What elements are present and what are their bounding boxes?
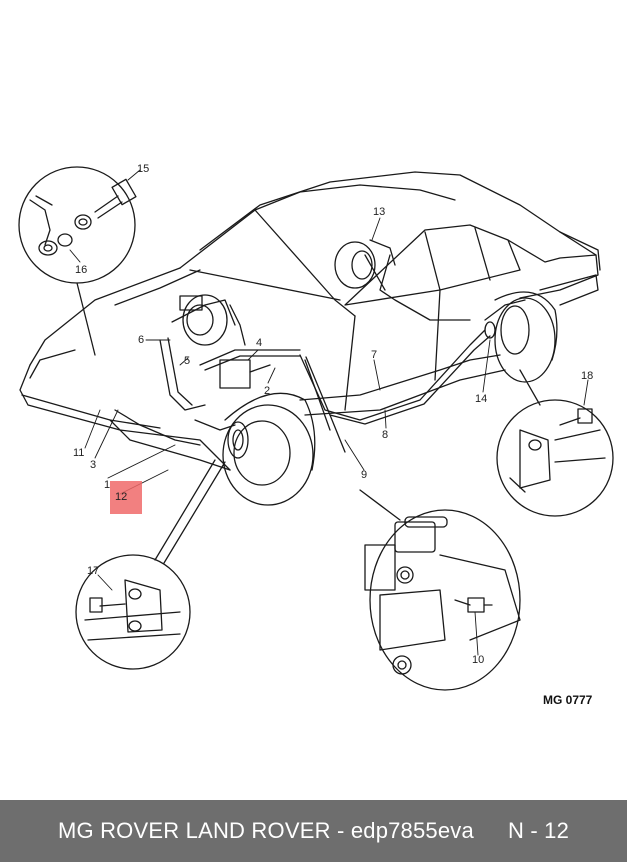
footer-page-number: N - 12 [507, 818, 570, 843]
detail-circle-banjo [18, 166, 137, 356]
callout-12-highlight [110, 481, 142, 514]
callout-9: 9 [361, 469, 367, 481]
brake-pipes [114, 254, 491, 446]
footer-bar: MG ROVER LAND ROVER - edp7855eva N - 12 [0, 800, 627, 862]
callout-16: 16 [75, 264, 87, 276]
rear-brake-top [334, 239, 396, 289]
callout-2: 2 [264, 385, 270, 397]
front-brake-assembly [227, 421, 249, 459]
callout-3: 3 [90, 459, 96, 471]
callout-14: 14 [475, 393, 487, 405]
callout-11: 11 [73, 447, 84, 459]
callout-15: 15 [137, 163, 149, 175]
car-body [19, 171, 601, 506]
callout-8: 8 [382, 429, 388, 441]
diagram-reference-code: MG 0777 [543, 693, 593, 707]
callout-1: 1 [104, 479, 110, 491]
detail-pressure-valve [329, 414, 521, 691]
callout-12: 12 [115, 491, 127, 503]
detail-circle-rear-bracket [496, 369, 614, 517]
callout-17: 17 [87, 565, 99, 577]
callout-7: 7 [371, 349, 377, 361]
brake-system-diagram: 1 2 3 4 5 6 7 8 9 10 11 12 13 14 15 16 1… [18, 163, 614, 707]
footer-caption: MG ROVER LAND ROVER - edp7855eva [57, 818, 474, 843]
callout-13: 13 [373, 206, 385, 218]
callout-6: 6 [138, 334, 144, 346]
diagram-area: 1 2 3 4 5 6 7 8 9 10 11 12 13 14 15 16 1… [18, 163, 614, 707]
callout-4: 4 [256, 337, 262, 349]
rear-brake-assembly [484, 299, 530, 355]
callout-10: 10 [472, 654, 484, 666]
callout-5: 5 [184, 355, 190, 367]
master-cylinder-servo [171, 294, 271, 389]
detail-circle-front-bracket [75, 459, 226, 670]
callouts: 1 2 3 4 5 6 7 8 9 10 11 12 13 14 15 16 1… [73, 163, 593, 666]
callout-18: 18 [581, 370, 593, 382]
leader-lines [69, 169, 589, 656]
